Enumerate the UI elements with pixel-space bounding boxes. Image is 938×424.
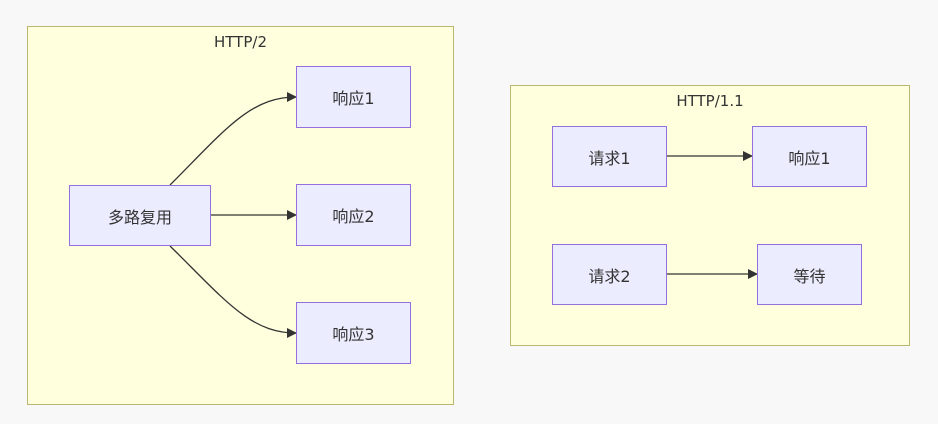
- node-h1-response-1[interactable]: 响应1: [752, 126, 867, 187]
- node-multiplex[interactable]: 多路复用: [69, 185, 211, 246]
- node-request-1[interactable]: 请求1: [552, 126, 667, 187]
- cluster-http11: HTTP/1.1: [510, 85, 910, 346]
- node-wait[interactable]: 等待: [757, 244, 862, 305]
- node-h2-response-3[interactable]: 响应3: [296, 302, 411, 364]
- node-request-2[interactable]: 请求2: [552, 244, 667, 305]
- node-h2-response-2[interactable]: 响应2: [296, 184, 411, 246]
- cluster-title-http2: HTTP/2: [214, 33, 267, 51]
- cluster-title-http11: HTTP/1.1: [676, 92, 744, 110]
- node-h2-response-1[interactable]: 响应1: [296, 66, 411, 128]
